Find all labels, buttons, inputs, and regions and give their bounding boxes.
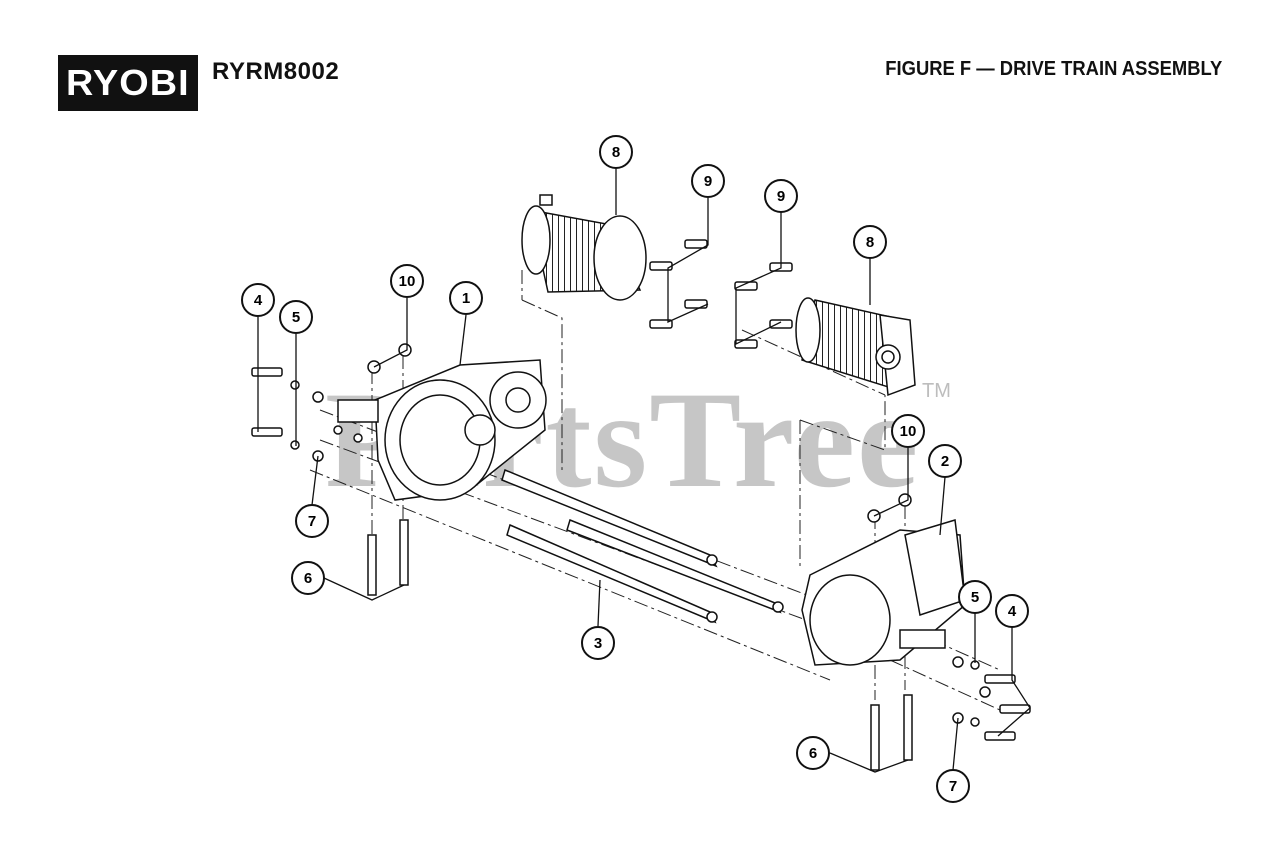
gearbox-left [337, 359, 547, 501]
leader-lines [257, 168, 1031, 773]
callout-label: 9 [704, 173, 712, 190]
callout-label: 4 [254, 292, 263, 309]
callout-label: 6 [304, 570, 312, 587]
ryobi-logo: RYOBI [58, 55, 198, 111]
callout-label: 7 [949, 778, 957, 795]
callout-label: 5 [292, 309, 300, 326]
axle-shafts [501, 468, 784, 624]
callout-label: 3 [594, 635, 602, 652]
callout-label: 8 [866, 234, 874, 251]
left-hardware [251, 367, 363, 462]
model-number: RYRM8002 [212, 58, 340, 85]
motor-bolts [649, 239, 793, 349]
callout-label: 6 [809, 745, 817, 762]
callout-label: 1 [462, 290, 470, 307]
callout-label: 8 [612, 144, 620, 161]
motor-left [521, 194, 647, 301]
callout-label: 5 [971, 589, 979, 606]
callout-label: 7 [308, 513, 316, 530]
right-hardware [952, 656, 1031, 741]
figure-title: FIGURE F — DRIVE TRAIN ASSEMBLY [884, 58, 1222, 80]
logo-text: RYOBI [66, 62, 190, 103]
callout-label: 9 [777, 188, 785, 205]
callout-label: 4 [1008, 603, 1017, 620]
callout-label: 10 [900, 423, 917, 440]
motor-right [795, 297, 916, 397]
callout-label: 10 [399, 273, 416, 290]
trademark-mark: TM [922, 380, 951, 402]
callout-bubbles [241, 135, 1029, 803]
callout-labels: 8 9 9 8 10 1 4 5 7 6 3 10 2 5 4 6 7 [254, 144, 1017, 795]
gearbox-right [801, 519, 966, 666]
callout-label: 2 [941, 453, 949, 470]
